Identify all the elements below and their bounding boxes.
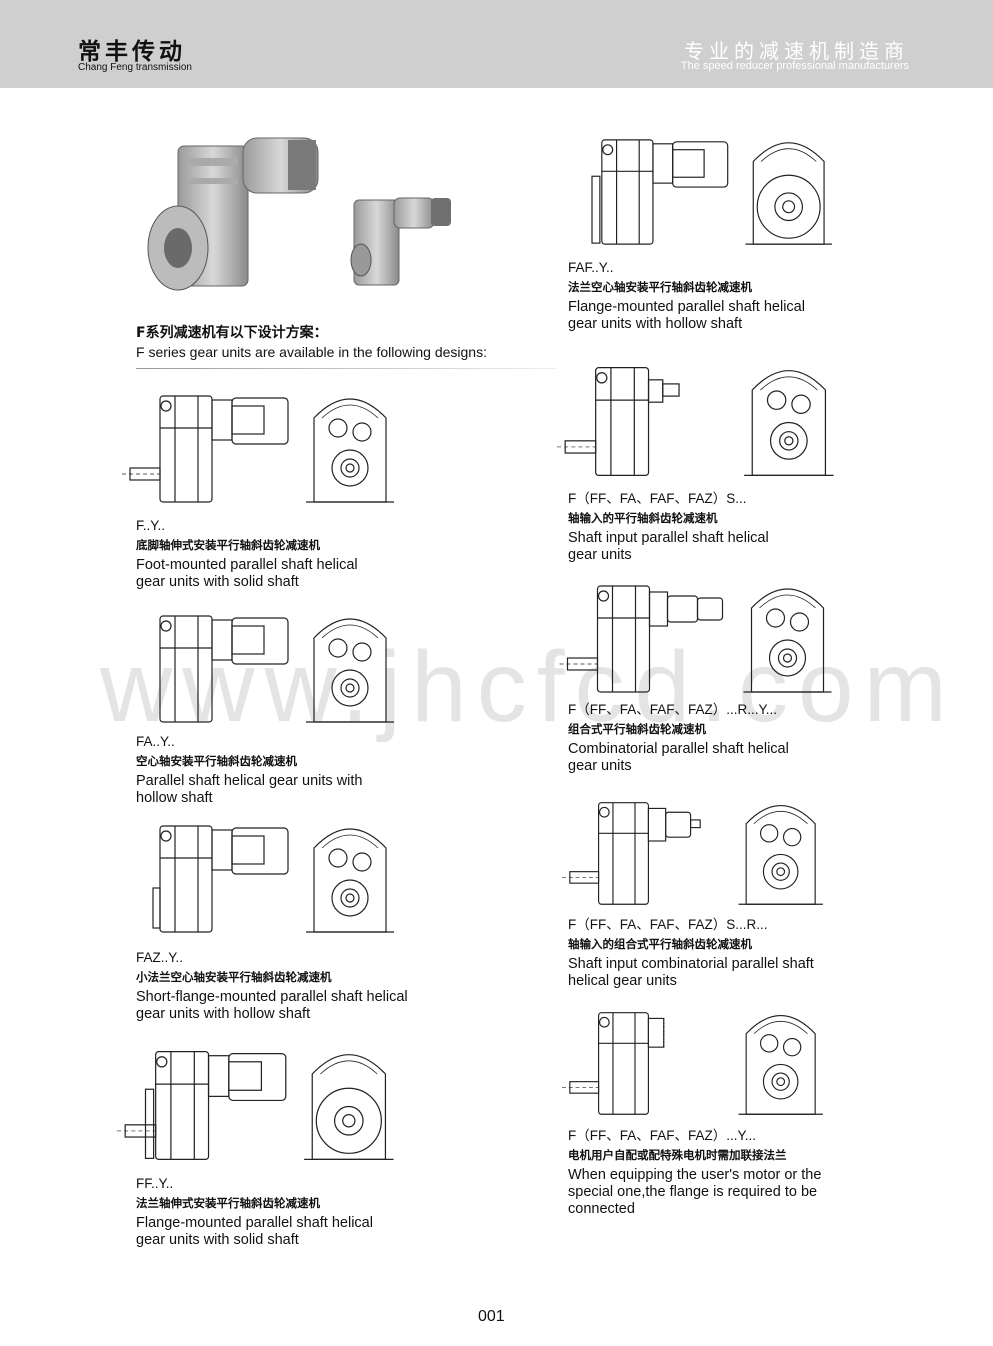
gear-unit-drawing — [562, 1012, 823, 1115]
divider — [136, 368, 556, 369]
design-name-en-line2: gear units with solid shaft — [136, 1232, 299, 1248]
design-name-en-line1: Foot-mounted parallel shaft helical — [136, 557, 358, 573]
design-code: F..Y.. — [136, 518, 166, 533]
gear-unit-drawing — [152, 825, 394, 933]
design-code: FAF..Y.. — [568, 260, 614, 275]
design-name-en-line2: special one,the flange is required to be — [568, 1184, 818, 1200]
page-number: 001 — [478, 1308, 505, 1325]
design-name-cn: 空心轴安装平行轴斜齿轮减速机 — [136, 754, 297, 768]
slogan-en: The speed reducer professional manufactu… — [680, 60, 909, 72]
design-name-en-line1: Flange-mounted parallel shaft helical — [568, 299, 805, 315]
design-name-en-line1: Short-flange-mounted parallel shaft heli… — [136, 989, 408, 1005]
gear-unit-photo-large — [147, 137, 319, 291]
figure-f-y — [120, 388, 420, 508]
caption-ff-y: FF..Y.. 法兰轴伸式安装平行轴斜齿轮减速机 Flange-mounted … — [136, 1175, 373, 1249]
figure-flange — [548, 1005, 860, 1120]
gear-unit-drawing — [117, 1051, 394, 1161]
design-name-en-line2: gear units with solid shaft — [136, 574, 299, 590]
caption-faz-y: FAZ..Y.. 小法兰空心轴安装平行轴斜齿轮减速机 Short-flange-… — [136, 949, 408, 1023]
design-code: FA..Y.. — [136, 734, 175, 749]
design-name-en-line1: Flange-mounted parallel shaft helical — [136, 1215, 373, 1231]
design-name-cn: 轴输入的组合式平行轴斜齿轮减速机 — [568, 937, 752, 951]
slogan-cn: 专业的减速机制造商 — [684, 39, 909, 63]
brand-name-cn: 常丰传动 — [78, 39, 186, 65]
caption-flange: F（FF、FA、FAF、FAZ）...Y... 电机用户自配或配特殊电机时需加联… — [568, 1127, 821, 1218]
design-code: F（FF、FA、FAF、FAZ）S... — [568, 491, 747, 506]
gear-unit-photo-small — [350, 197, 451, 286]
design-name-en-line2: hollow shaft — [136, 790, 213, 806]
gear-unit-drawing — [122, 395, 394, 503]
caption-r-y: F（FF、FA、FAF、FAZ）...R...Y... 组合式平行轴斜齿轮减速机… — [568, 701, 789, 775]
gear-unit-drawing — [559, 585, 832, 693]
design-name-en-line2: gear units with hollow shaft — [568, 316, 743, 332]
figure-fa-y — [120, 608, 420, 728]
design-code: F（FF、FA、FAF、FAZ）...R...Y... — [568, 702, 778, 717]
watermark: www.jhcfcd.com — [100, 631, 957, 743]
figure-s — [555, 358, 860, 483]
caption-s: F（FF、FA、FAF、FAZ）S... 轴输入的平行轴斜齿轮减速机 Shaft… — [568, 490, 769, 564]
intro-cn: F系列减速机有以下设计方案： — [136, 325, 328, 341]
design-name-en-line1: Parallel shaft helical gear units with — [136, 773, 363, 789]
figure-faf-y — [560, 132, 860, 250]
figure-faz-y — [120, 818, 420, 938]
design-name-cn: 法兰轴伸式安装平行轴斜齿轮减速机 — [136, 1196, 320, 1210]
gear-unit-drawing — [159, 615, 394, 723]
design-name-cn: 轴输入的平行轴斜齿轮减速机 — [568, 511, 718, 525]
figure-ff-y — [115, 1042, 420, 1167]
design-name-en-line1: Shaft input combinatorial parallel shaft — [568, 956, 814, 972]
design-name-cn: 底脚轴伸式安装平行轴斜齿轮减速机 — [136, 538, 320, 552]
design-name-en-line2: helical gear units — [568, 973, 677, 989]
intro: F系列减速机有以下设计方案： F series gear units are a… — [136, 322, 487, 360]
design-name-en-line1: Combinatorial parallel shaft helical — [568, 741, 789, 757]
design-name-cn: 法兰空心轴安装平行轴斜齿轮减速机 — [568, 280, 752, 294]
caption-f-y: F..Y.. 底脚轴伸式安装平行轴斜齿轮减速机 Foot-mounted par… — [136, 517, 358, 591]
design-name-cn: 小法兰空心轴安装平行轴斜齿轮减速机 — [136, 970, 332, 984]
figure-s-r — [548, 795, 860, 910]
design-name-en-line2: gear units — [568, 547, 632, 563]
design-name-cn: 组合式平行轴斜齿轮减速机 — [568, 722, 706, 736]
design-name-en-line2: gear units — [568, 758, 632, 774]
design-name-en-line2: gear units with hollow shaft — [136, 1006, 311, 1022]
caption-s-r: F（FF、FA、FAF、FAZ）S...R... 轴输入的组合式平行轴斜齿轮减速… — [568, 916, 814, 990]
design-code: FF..Y.. — [136, 1176, 174, 1191]
gear-unit-drawing — [557, 367, 834, 477]
design-name-en-line1: Shaft input parallel shaft helical — [568, 530, 769, 546]
design-code: F（FF、FA、FAF、FAZ）S...R... — [568, 917, 768, 932]
design-name-en-line1: When equipping the user's motor or the — [568, 1167, 822, 1183]
gear-unit-drawing — [591, 139, 832, 245]
gear-unit-drawing — [562, 802, 823, 905]
caption-fa-y: FA..Y.. 空心轴安装平行轴斜齿轮减速机 Parallel shaft he… — [136, 733, 362, 807]
page-header: 常丰传动 Chang Feng transmission 专业的减速机制造商 T… — [0, 0, 993, 88]
intro-en: F series gear units are available in the… — [136, 344, 487, 360]
brand-name-en: Chang Feng transmission — [78, 62, 192, 73]
design-name-en-line3: connected — [568, 1201, 635, 1217]
caption-faf-y: FAF..Y.. 法兰空心轴安装平行轴斜齿轮减速机 Flange-mounted… — [568, 259, 805, 333]
figure-r-y — [555, 578, 860, 698]
design-code: FAZ..Y.. — [136, 950, 184, 965]
design-name-cn: 电机用户自配或配特殊电机时需加联接法兰 — [568, 1148, 787, 1162]
design-code: F（FF、FA、FAF、FAZ）...Y... — [568, 1128, 757, 1143]
